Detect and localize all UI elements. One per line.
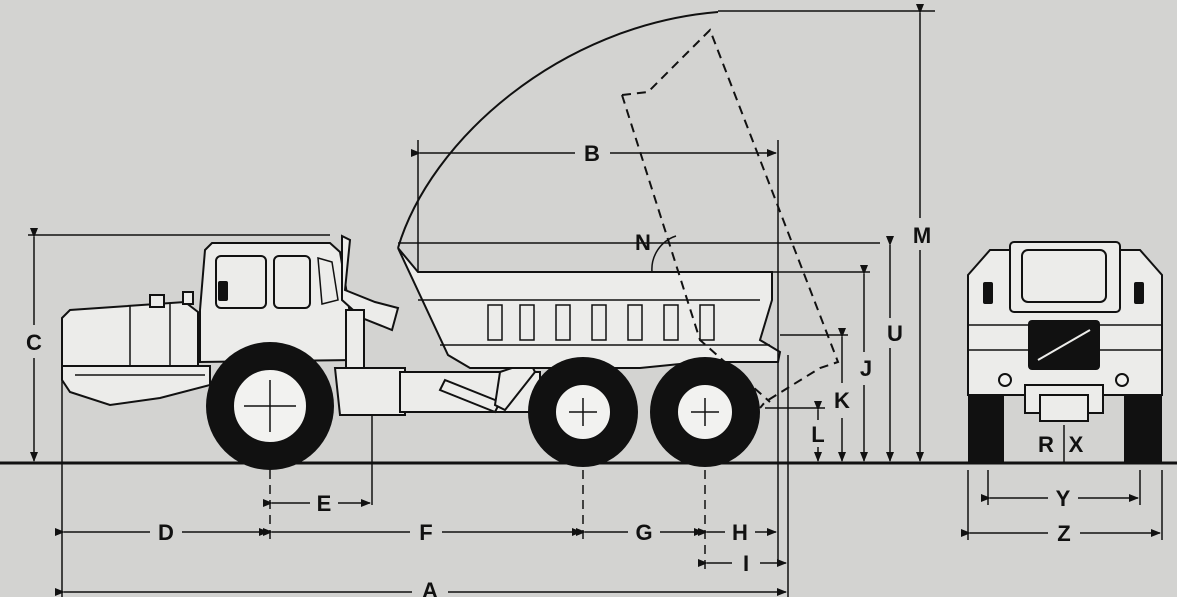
label-h: H xyxy=(732,520,748,545)
truck-front-view xyxy=(967,241,1163,463)
tipped-dump-body xyxy=(621,28,840,409)
label-i: I xyxy=(743,551,749,576)
articulation-joint xyxy=(333,367,406,416)
side-dimension-lines xyxy=(28,4,935,597)
side-mirror xyxy=(218,281,228,301)
label-e: E xyxy=(317,491,332,516)
dump-body-ribs xyxy=(487,304,715,341)
label-n: N xyxy=(635,230,651,255)
cab-window-side xyxy=(273,255,311,309)
label-g: G xyxy=(635,520,652,545)
air-intake xyxy=(182,291,194,305)
label-x: X xyxy=(1069,432,1084,457)
label-z: Z xyxy=(1057,521,1070,546)
front-view-windshield xyxy=(1021,249,1107,303)
label-m: M xyxy=(913,223,931,248)
label-f: F xyxy=(419,520,432,545)
articulation-arm xyxy=(341,234,400,332)
dump-body xyxy=(397,247,782,369)
tipping-arc xyxy=(397,11,719,249)
truck-side-view xyxy=(61,11,840,470)
label-k: K xyxy=(834,388,850,413)
cab-window-front xyxy=(215,255,267,309)
label-d: D xyxy=(158,520,174,545)
label-u: U xyxy=(887,321,903,346)
label-a: A xyxy=(422,578,438,597)
label-b: B xyxy=(584,141,600,166)
label-y: Y xyxy=(1056,486,1071,511)
label-l: L xyxy=(811,422,824,447)
label-c: C xyxy=(26,330,42,355)
exhaust-stack xyxy=(149,294,165,308)
dimension-labels: A B C D E F G H I J K L M N U R X Y Z xyxy=(26,141,1084,597)
front-dimension-lines xyxy=(961,470,1163,540)
label-r: R xyxy=(1038,432,1054,457)
front-frame xyxy=(61,365,211,407)
label-j: J xyxy=(860,356,872,381)
